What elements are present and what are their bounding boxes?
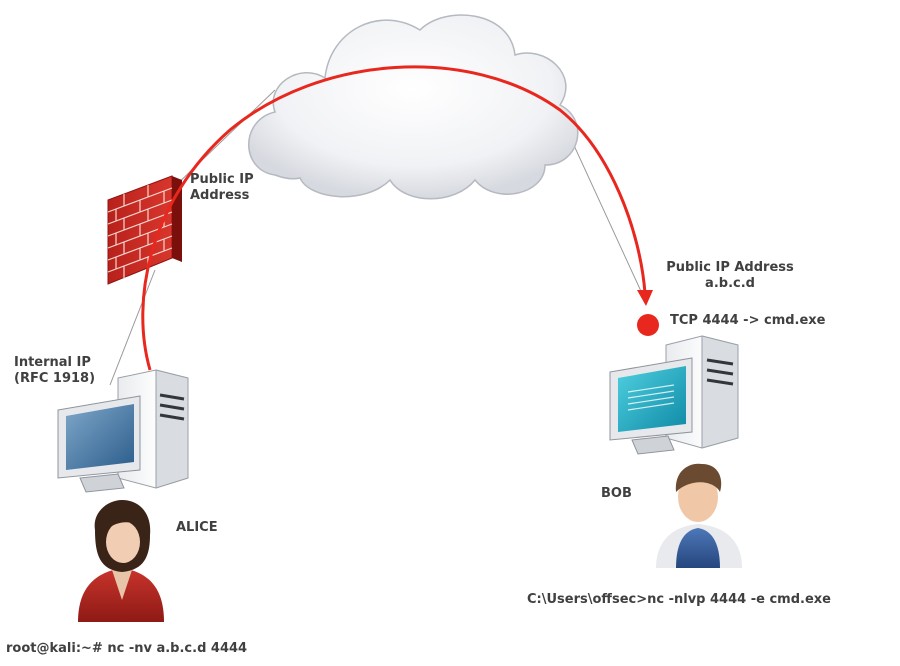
alice-ip-label-line2: (RFC 1918) <box>14 371 96 386</box>
listener-dot <box>637 314 659 336</box>
bob-command: C:\Users\offsec>nc -nlvp 4444 -e cmd.exe <box>527 592 831 607</box>
woman-user-icon <box>78 500 164 622</box>
bob-public-ip-label-line1: Public IP Address <box>666 260 794 275</box>
firewall-label: Public IP Address <box>190 172 254 204</box>
alice-ip-label-line1: Internal IP <box>14 355 91 370</box>
computer-icon <box>609 335 739 455</box>
computer-icon <box>57 369 189 493</box>
alice-command: root@kali:~# nc -nv a.b.c.d 4444 <box>6 641 248 656</box>
alice-name: ALICE <box>176 520 218 535</box>
firewall-label-line2: Address <box>190 188 250 203</box>
bob-name: BOB <box>601 486 632 501</box>
firewall-label-line1: Public IP <box>190 172 254 187</box>
bob-port-label: TCP 4444 -> cmd.exe <box>670 313 826 328</box>
arrow-head-icon <box>637 290 653 306</box>
alice-ip-label: Internal IP (RFC 1918) <box>14 355 95 387</box>
bob-public-ip-label: Public IP Address a.b.c.d <box>655 260 805 292</box>
firewall-icon <box>107 175 182 285</box>
bob-public-ip-label-line2: a.b.c.d <box>705 276 755 291</box>
connection-arc <box>141 65 647 371</box>
man-user-icon <box>656 463 742 568</box>
cloud-icon <box>248 14 579 200</box>
